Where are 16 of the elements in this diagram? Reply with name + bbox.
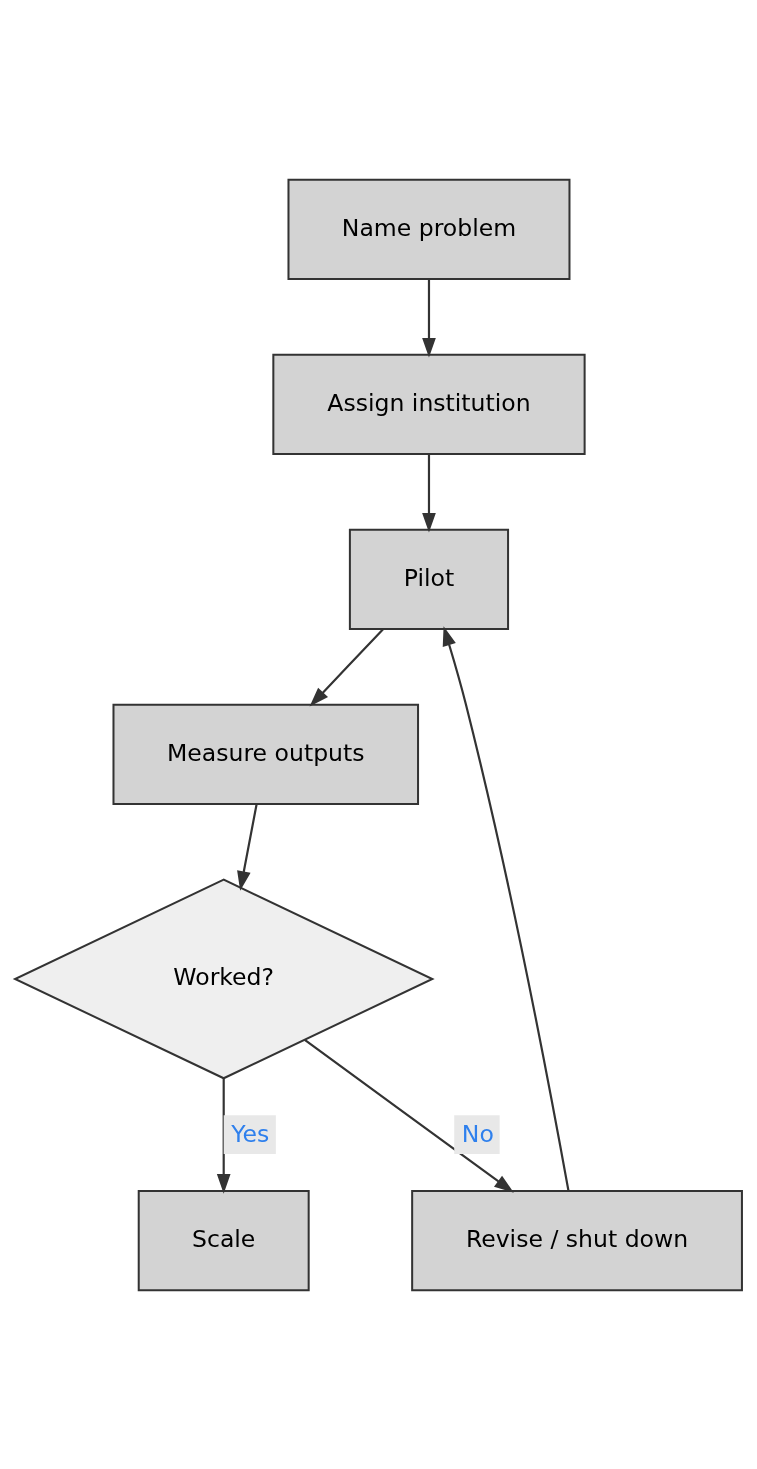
arrow [309, 628, 384, 707]
node-box: Name problem [287, 178, 571, 280]
node-box: Revise / shut down [411, 1189, 743, 1291]
node-box: Scale [137, 1189, 310, 1291]
arrow [442, 625, 570, 1191]
node-box: Measure outputs [112, 703, 420, 805]
edge-label: Yes [231, 1119, 270, 1148]
node-diamond: Worked? [12, 878, 435, 1079]
arrow [304, 1038, 514, 1193]
node-box: Pilot [348, 528, 510, 630]
node-box: Assign institution [272, 353, 586, 455]
arrow [237, 803, 258, 891]
arrow [422, 453, 436, 532]
arrow [422, 278, 436, 357]
arrow [216, 1077, 231, 1194]
edge-label: No [461, 1119, 494, 1148]
